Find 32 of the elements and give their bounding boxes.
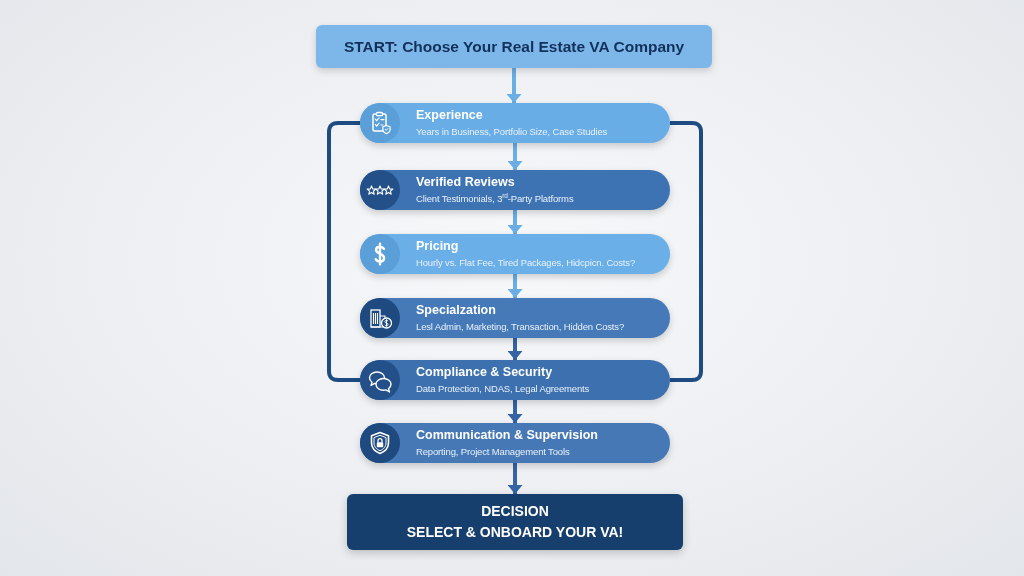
- decision-title: DECISION: [481, 503, 549, 520]
- step-description: Reporting, Project Management Tools: [416, 445, 570, 458]
- step-title: Communication & Supervision: [416, 428, 598, 443]
- step-title: Compliance & Security: [416, 365, 553, 380]
- arrow: [510, 400, 520, 423]
- start-box: [316, 25, 712, 68]
- arrow: [509, 68, 519, 103]
- step-title: Specialzation: [416, 303, 496, 318]
- step-box: [360, 170, 670, 210]
- step-box: [360, 423, 670, 463]
- arrow: [510, 143, 520, 170]
- step-description: Data Protection, NDAS, Legal Agreements: [416, 382, 590, 395]
- step-description: Lesl Admin, Marketing, Transaction, Hidden Costs?: [416, 320, 625, 333]
- arrow: [510, 338, 520, 360]
- connector-line: [327, 121, 360, 382]
- arrow: [510, 274, 520, 298]
- step-description: Years in Business, Portfolio Size, Case Studies: [416, 125, 608, 138]
- connector-line: [670, 121, 703, 382]
- step-box: [360, 234, 670, 274]
- step-title: Verified Reviews: [416, 175, 515, 190]
- step-title: Experience: [416, 108, 483, 123]
- step-description: Client Testimonials, 3$^{rd}$-Party Platforms: [416, 192, 574, 205]
- start-label: START: Choose Your Real Estate VA Company: [343, 37, 685, 56]
- decision-text: SELECT & ONBOARD YOUR VA!: [406, 524, 624, 541]
- decision-box: [347, 494, 683, 550]
- step-box: [360, 103, 670, 143]
- step-title: Pricing: [416, 239, 459, 254]
- step-description: Hourly vs. Flat Fee, Tired Packages, Hidcpicn. Costs?: [416, 256, 636, 269]
- arrow: [510, 463, 520, 494]
- step-box: [360, 360, 670, 400]
- arrow: [510, 210, 520, 234]
- step-box: [360, 298, 670, 338]
